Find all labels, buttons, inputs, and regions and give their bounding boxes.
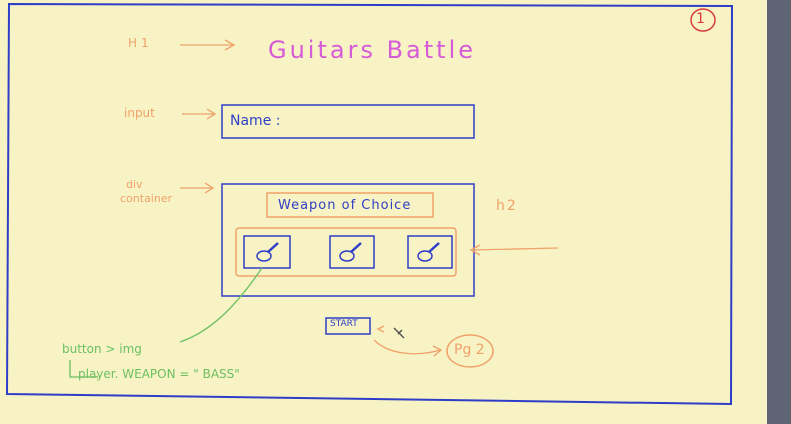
h2-annotation: h2 [496,198,518,214]
weapon-heading: Weapon of Choice [278,198,412,213]
page-title: Guitars Battle [268,36,477,64]
weapon-container-box [221,183,475,297]
div-annotation-line1: div [126,178,143,191]
pg2-arrow [373,339,443,357]
div-arrow [180,182,215,194]
guitar-button-3 [407,235,453,269]
guitar-button-2 [329,235,375,269]
pg2-annotation: Pg 2 [454,342,485,358]
cursor-pointer [393,327,405,339]
button-img-annotation: button > img [62,342,142,356]
guitar-icon [256,242,279,262]
start-button[interactable]: START [330,319,358,329]
page-frame [5,2,734,406]
input-annotation: input [124,106,155,120]
h1-arrow [180,39,236,51]
input-arrow [182,108,217,120]
pg2-circle [446,334,494,368]
page-number: 1 [696,11,705,27]
guitar-icon [339,242,362,262]
guitar-icon [417,242,440,262]
weapon-heading-box [266,192,434,218]
player-weapon-hook [69,360,98,378]
start-arrowhead [376,325,385,333]
guitar-buttons-container [235,227,457,277]
guitar-button-1 [243,235,291,269]
page-number-circle [690,8,716,32]
right-scrollbar-strip [767,0,791,424]
start-button-box [325,317,371,335]
player-weapon-annotation: player. WEAPON = " BASS" [78,367,240,381]
name-input-box [221,104,475,139]
h1-annotation: H1 [128,36,153,50]
div-annotation-line2: container [120,192,173,205]
name-field-label[interactable]: Name : [230,113,281,129]
button-img-connector [179,267,263,343]
h2-arrow [469,244,559,256]
div-annotation: div container [120,178,172,206]
